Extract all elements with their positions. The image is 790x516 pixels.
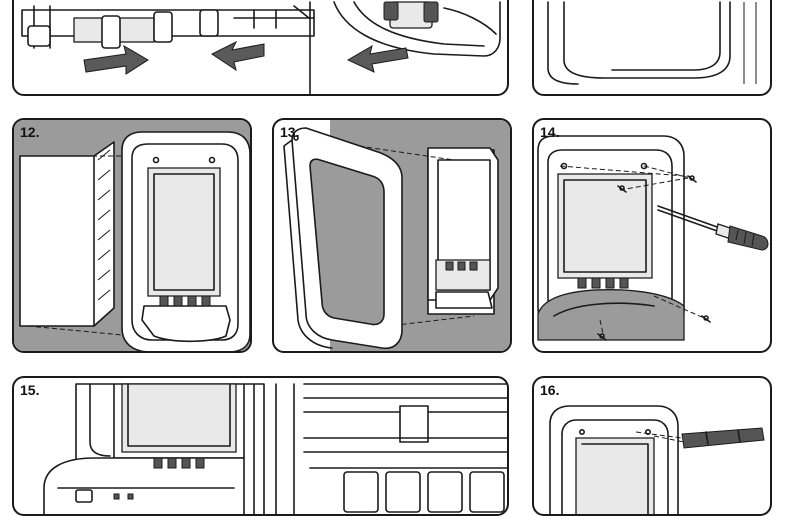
step-14-illustration [537, 135, 769, 341]
screwdriver-icon [657, 205, 769, 251]
step-number: 14. [540, 124, 560, 140]
instruction-panel-step-16: 16. [532, 376, 772, 516]
step-number: 16. [540, 382, 560, 398]
assembly-illustration [21, 1, 501, 94]
step-13-illustration [283, 120, 510, 351]
instruction-panel-top-right [532, 0, 772, 96]
step-number: 15. [20, 382, 40, 398]
arrow-right [83, 44, 149, 75]
instruction-panel-step-14: 14. [532, 118, 772, 353]
step-15-illustration [43, 383, 507, 514]
step-number: 13. [280, 124, 300, 140]
flap-frame-illustration [547, 1, 757, 85]
step-12-illustration [14, 120, 250, 351]
arrow-left [211, 40, 265, 72]
instruction-panel-step-15: 15. [12, 376, 509, 516]
instruction-panel-step-13: 13. [272, 118, 512, 353]
step-number: 12. [20, 124, 40, 140]
instruction-panel-top-left [12, 0, 509, 96]
instruction-panel-step-12: 12. [12, 118, 252, 353]
arrow-left-2 [346, 44, 409, 73]
step-16-illustration [549, 405, 765, 514]
